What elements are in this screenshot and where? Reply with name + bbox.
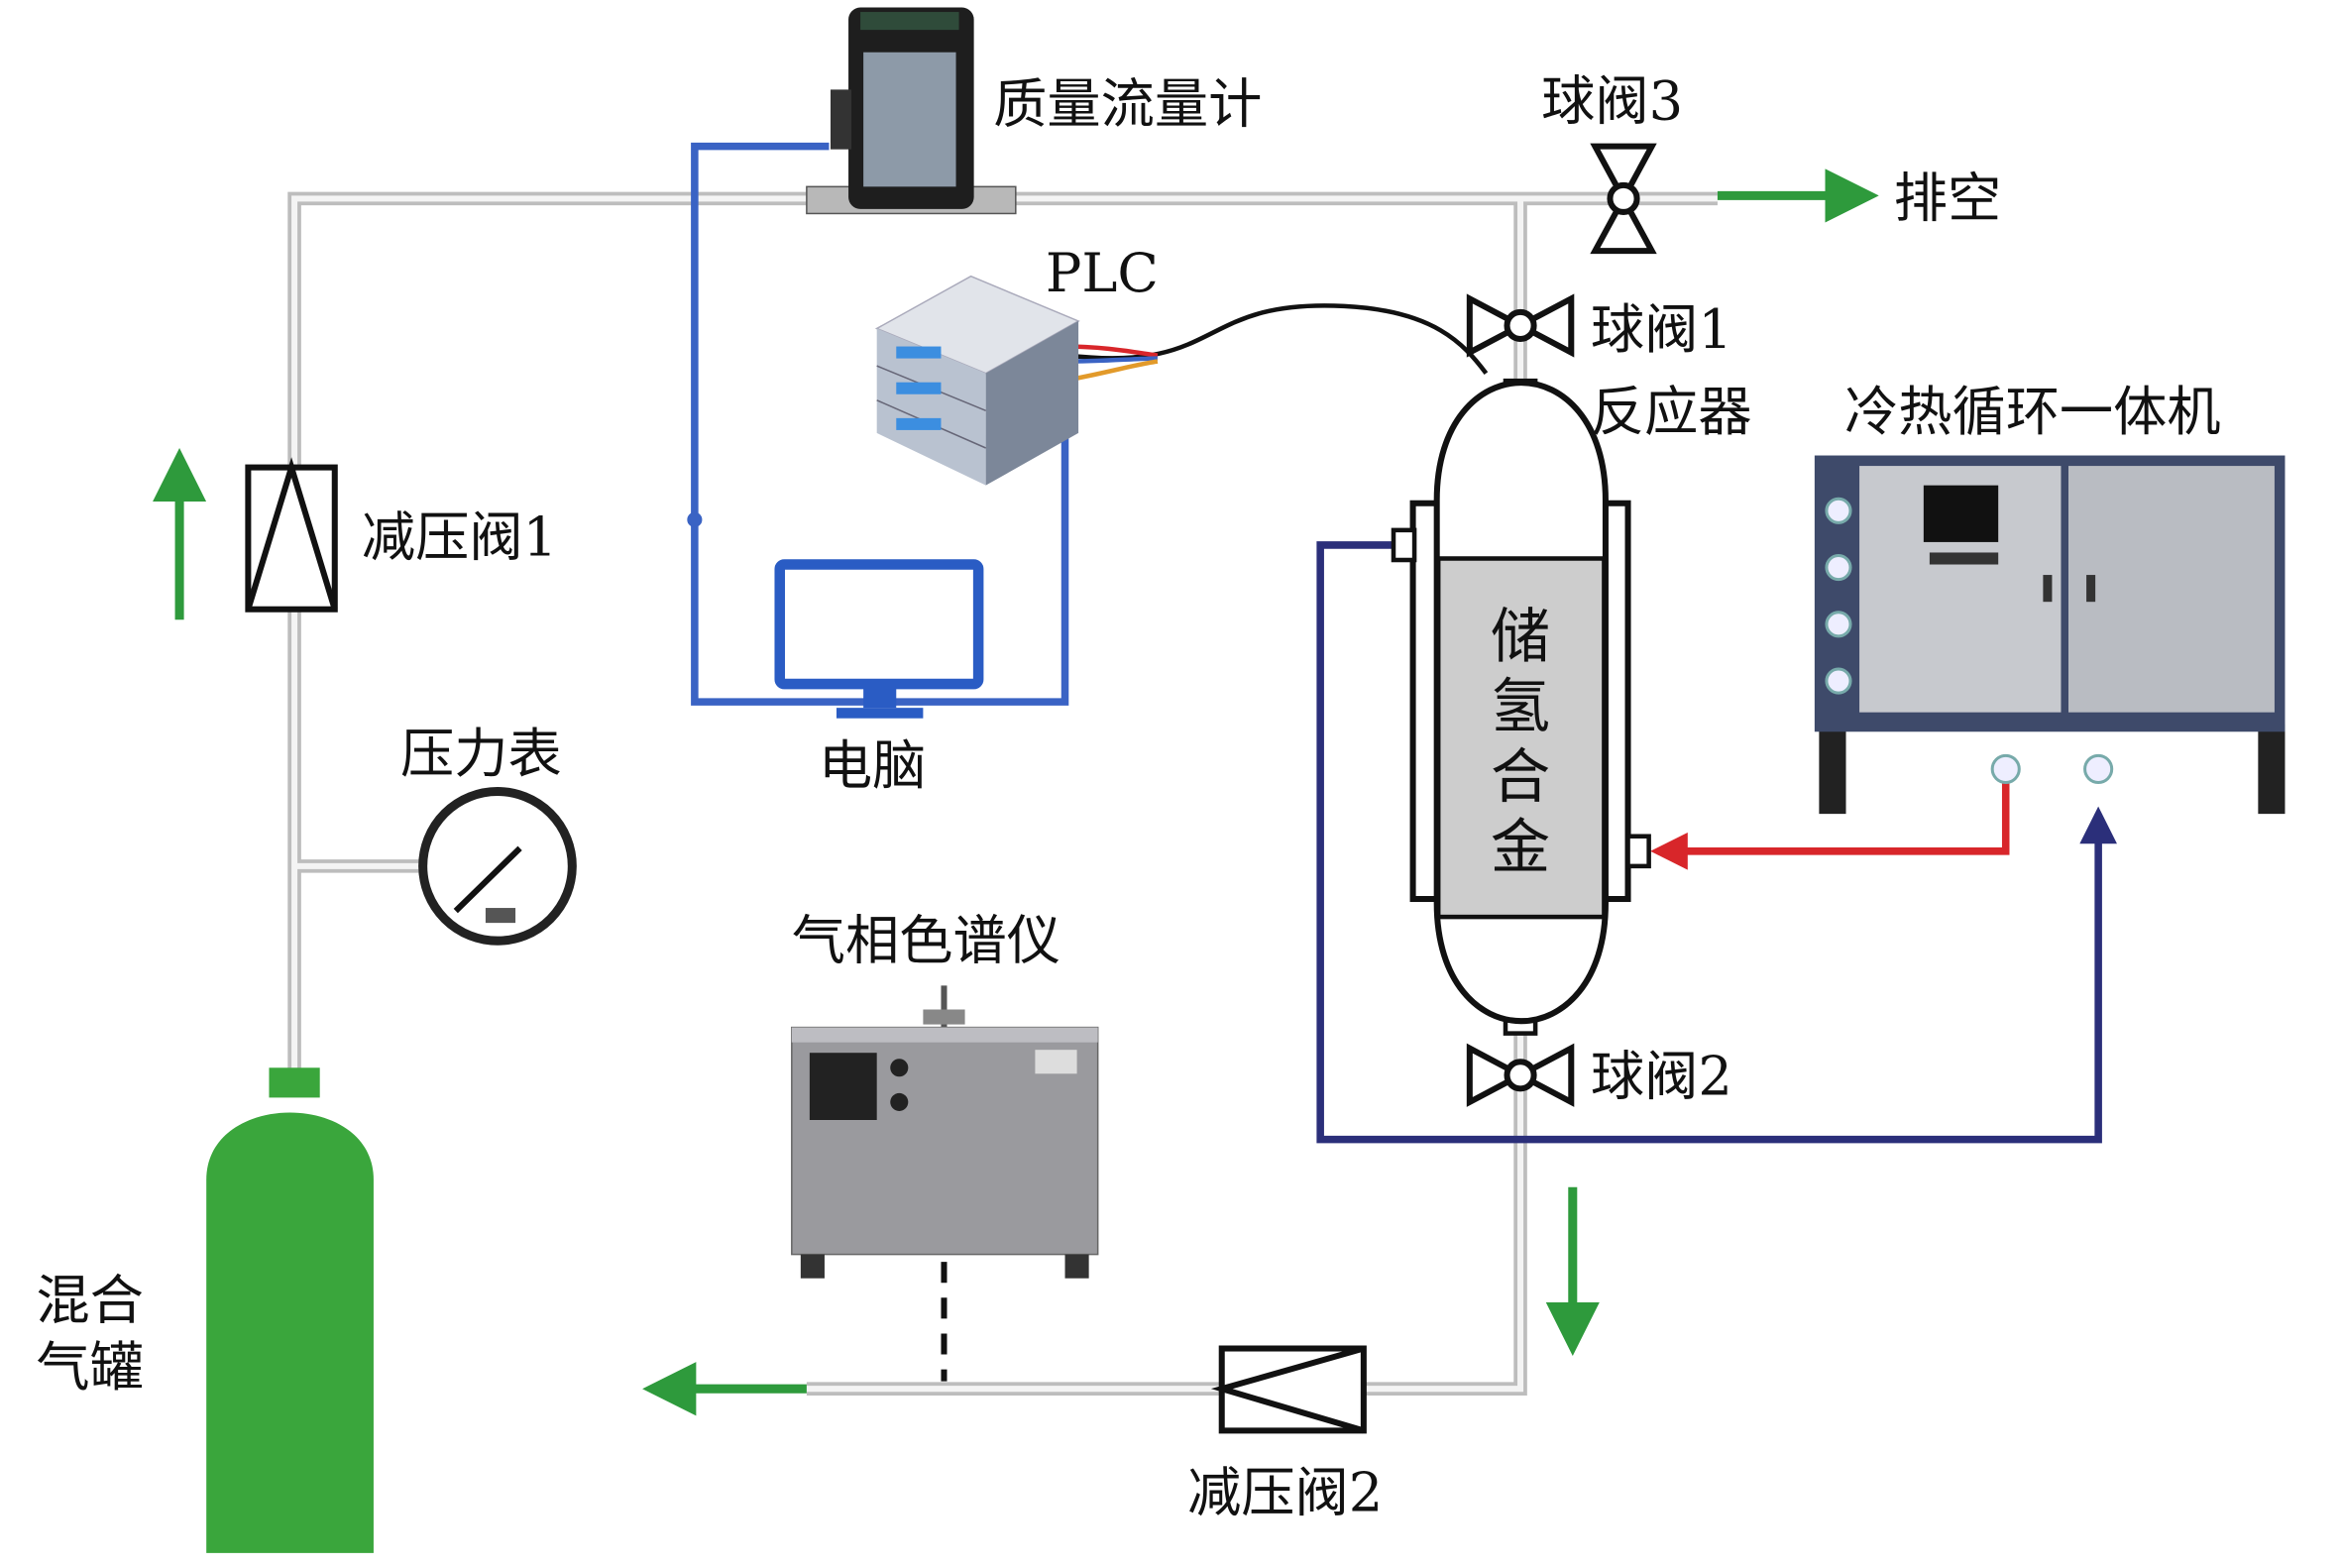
alloy-label-1: 储 (1491, 603, 1550, 672)
label-computer: 电脑 (819, 734, 926, 797)
label-tank-line2: 气罐 (36, 1336, 143, 1399)
label-reactor: 反应器 (1591, 381, 1752, 443)
label-chiller: 冷热循环一体机 (1844, 381, 2221, 443)
label-reducer1: 减压阀1 (362, 505, 557, 568)
label-vent: 排空 (1894, 167, 2001, 229)
label-valve2: 球阀2 (1591, 1045, 1732, 1107)
computer-monitor (774, 559, 984, 719)
mixed-gas-tank (206, 1067, 374, 1553)
pressure-reducer-2 (1210, 1345, 1367, 1434)
mass-flowmeter (806, 7, 1017, 215)
label-valve1: 球阀1 (1591, 298, 1732, 361)
ball-valve-3 (1590, 143, 1657, 255)
ball-valve-1 (1466, 293, 1575, 358)
ball-valve-2 (1466, 1043, 1575, 1107)
label-tank-line1: 混合 (36, 1269, 143, 1331)
reactor (1391, 378, 1651, 1036)
flow-arrows (152, 168, 1879, 1416)
signal-line (691, 142, 1069, 706)
label-gc: 气相色谱仪 (792, 909, 1060, 971)
label-reducer2: 减压阀2 (1187, 1462, 1383, 1524)
alloy-label-3: 合 (1491, 743, 1550, 813)
label-plc: PLC (1046, 242, 1159, 304)
label-gauge: 压力表 (400, 723, 562, 785)
pressure-reducer-1 (245, 457, 338, 613)
pressure-gauge (418, 787, 577, 946)
plc-unit (874, 275, 1080, 486)
plc-cable (1067, 303, 1489, 376)
cold-return-line (1316, 541, 2117, 1144)
alloy-label-4: 金 (1491, 813, 1550, 882)
gas-chromatograph (791, 985, 1099, 1382)
label-flowmeter: 质量流量计 (993, 73, 1262, 136)
label-valve3: 球阀3 (1541, 70, 1683, 133)
hot-supply-line (1650, 776, 2010, 870)
alloy-label-2: 氢 (1491, 673, 1550, 742)
chiller-unit (1814, 455, 2286, 815)
